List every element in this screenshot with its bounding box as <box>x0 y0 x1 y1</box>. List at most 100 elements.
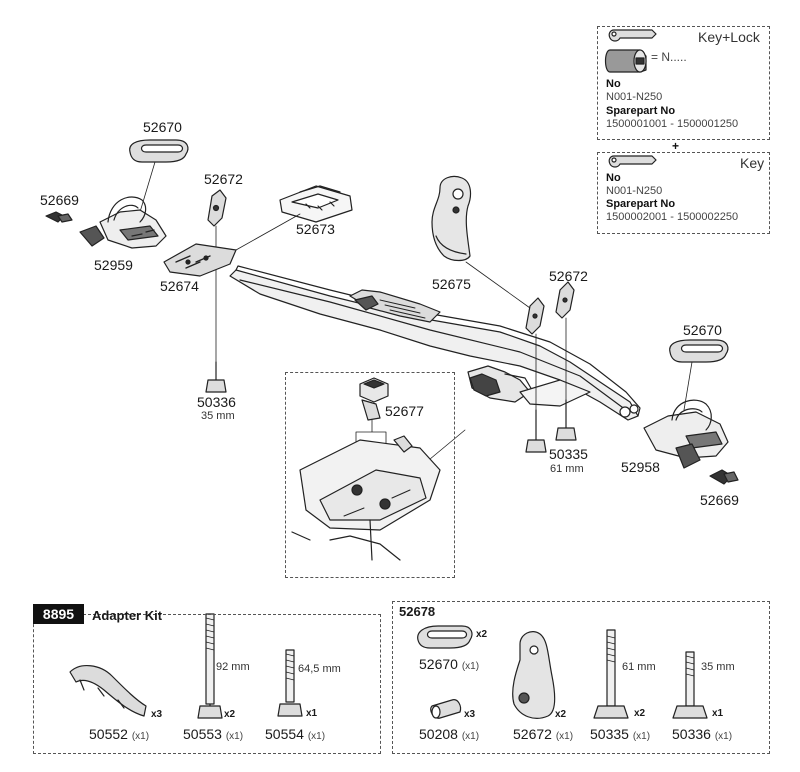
length-50554: 64,5 mm <box>298 663 341 675</box>
wheel-holder-52959 <box>79 196 167 249</box>
arm-52675 <box>431 175 472 262</box>
key-no-value: N001-N250 <box>606 185 663 197</box>
knob-52677 <box>359 377 389 421</box>
center-clamp <box>467 365 591 407</box>
bolt-50335 <box>525 399 577 453</box>
kit-part-50335-count: (x1) <box>632 731 651 742</box>
part-label-52675: 52675 <box>432 276 471 292</box>
part-50336-kit-drawing <box>672 651 708 719</box>
strap-52670-top <box>129 139 189 163</box>
part-52672-kit-drawing <box>512 631 556 719</box>
kit-52678-title: 52678 <box>399 604 436 619</box>
adapter-kit-box <box>33 614 381 754</box>
detail-box <box>285 372 455 578</box>
key-lock-title: Key+Lock <box>698 29 760 45</box>
length-50553: 92 mm <box>216 661 250 673</box>
part-label-52669-right: 52669 <box>700 492 739 508</box>
kit-part-50554: 50554 (x1) <box>265 727 325 742</box>
key-lock-equals: = N..... <box>651 50 687 64</box>
key-lock-no-value: N001-N250 <box>606 91 663 103</box>
part-length-50336: 35 mm <box>201 410 235 422</box>
adapter-52673 <box>279 185 353 223</box>
key-spare-label: Sparepart No <box>606 198 676 210</box>
part-label-52669-left: 52669 <box>40 192 79 208</box>
key-icon-2 <box>608 155 657 168</box>
key-lock-box <box>597 26 770 140</box>
part-label-52959: 52959 <box>94 257 133 273</box>
key-lock-spare-value: 1500001001 - 1500001250 <box>606 118 739 130</box>
wheel-holder-52958 <box>643 399 729 469</box>
qty-50335-kit: x2 <box>634 708 646 719</box>
part-label-50336: 50336 <box>197 394 236 410</box>
part-50553-drawing <box>197 613 223 719</box>
clip-52669-right <box>709 469 739 485</box>
kit-part-50554-number: 50554 <box>265 726 304 742</box>
part-50552-drawing <box>69 665 147 717</box>
lock-cylinder-icon <box>604 49 647 73</box>
part-length-50335: 61 mm <box>550 463 584 475</box>
length-50336-kit: 35 mm <box>701 661 735 673</box>
kit-part-52672-count: (x1) <box>555 731 574 742</box>
bolt-50336 <box>205 361 227 393</box>
key-lock-no-label: No <box>606 78 621 90</box>
kit-part-50552-count: (x1) <box>131 731 150 742</box>
kit-part-50335: 50335 (x1) <box>590 727 650 742</box>
kit-part-50208-count: (x1) <box>461 731 480 742</box>
part-label-52672-right: 52672 <box>549 268 588 284</box>
adapter-kit-title: Adapter Kit <box>92 608 163 623</box>
adapter-kit-number: 8895 <box>33 604 84 624</box>
part-label-52677: 52677 <box>385 403 424 419</box>
part-label-52673: 52673 <box>296 221 335 237</box>
detail-clamp-drawing <box>291 435 441 561</box>
qty-50552: x3 <box>151 709 163 720</box>
key-no-label: No <box>606 172 621 184</box>
qty-50554: x1 <box>306 708 318 719</box>
qty-50336-kit: x1 <box>712 708 724 719</box>
key-spare-value: 1500002001 - 1500002250 <box>606 211 739 223</box>
kit-part-52672-number: 52672 <box>513 726 552 742</box>
part-52670-kit-drawing <box>417 625 473 649</box>
kit-part-50336-number: 50336 <box>672 726 711 742</box>
main-rail-frame <box>229 265 641 421</box>
key-lock-spare-label: Sparepart No <box>606 105 676 117</box>
part-label-52672-left: 52672 <box>204 171 243 187</box>
qty-52670-kit: x2 <box>476 629 488 640</box>
qty-50553: x2 <box>224 709 236 720</box>
kit-part-50208: 50208 (x1) <box>419 727 479 742</box>
plus-sign: + <box>672 139 680 153</box>
kit-part-50336-count: (x1) <box>714 731 733 742</box>
key-icon <box>608 29 657 42</box>
qty-52672-kit: x2 <box>555 709 567 720</box>
part-50554-drawing <box>277 649 303 717</box>
clamp-52672-right <box>525 281 575 335</box>
kit-part-52672: 52672 (x1) <box>513 727 573 742</box>
qty-50208: x3 <box>464 709 476 720</box>
key-box <box>597 152 770 234</box>
part-50335-kit-drawing <box>593 629 629 719</box>
kit-52678-box <box>392 601 770 754</box>
kit-part-50554-count: (x1) <box>307 731 326 742</box>
clamp-52672-left <box>207 189 227 227</box>
part-label-52670-top: 52670 <box>143 119 182 135</box>
clip-52669-left <box>45 211 73 223</box>
part-50208-drawing <box>430 699 462 719</box>
kit-part-50553-count: (x1) <box>225 731 244 742</box>
key-title: Key <box>740 155 765 171</box>
kit-part-50552: 50552 (x1) <box>89 727 149 742</box>
kit-part-50208-number: 50208 <box>419 726 458 742</box>
kit-part-50336: 50336 (x1) <box>672 727 732 742</box>
part-label-52670-right: 52670 <box>683 322 722 338</box>
kit-part-50553: 50553 (x1) <box>183 727 243 742</box>
strap-52670-right <box>669 339 729 363</box>
part-label-52674: 52674 <box>160 278 199 294</box>
part-label-50335: 50335 <box>549 446 588 462</box>
kit-part-50553-number: 50553 <box>183 726 222 742</box>
part-label-52958: 52958 <box>621 459 660 475</box>
kit-part-50552-number: 50552 <box>89 726 128 742</box>
length-50335-kit: 61 mm <box>622 661 656 673</box>
kit-part-50335-number: 50335 <box>590 726 629 742</box>
kit-part-52670-number: 52670 <box>419 656 458 672</box>
base-plate-52674 <box>163 243 237 277</box>
kit-part-52670: 52670 (x1) <box>419 657 479 672</box>
